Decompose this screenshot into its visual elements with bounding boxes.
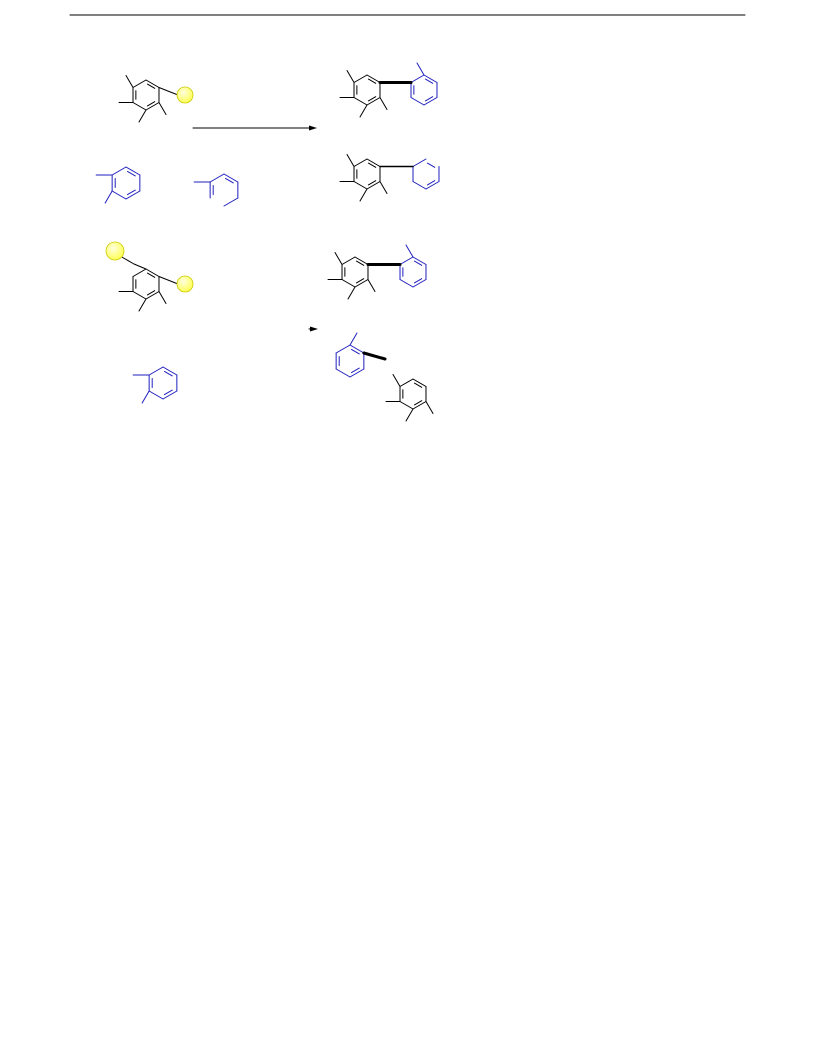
coupling-partner-toluene-c xyxy=(132,366,178,404)
coupling-partner-toluene-a xyxy=(95,166,141,204)
arrowhead-icon xyxy=(310,326,318,332)
resin-bead-icon xyxy=(176,275,194,293)
product-4 xyxy=(335,332,434,422)
reaction-arrow-2 xyxy=(308,326,318,332)
arrowhead-icon xyxy=(309,125,317,131)
coupling-partner-fragment-b xyxy=(193,173,239,207)
product-2 xyxy=(339,154,440,202)
reactant-1 xyxy=(118,75,194,123)
product-3 xyxy=(327,244,427,300)
reaction-arrow-1 xyxy=(192,125,317,131)
resin-bead-icon xyxy=(105,241,125,261)
product-1 xyxy=(339,62,438,118)
reactant-2 xyxy=(105,241,194,312)
resin-bead-icon xyxy=(176,86,194,104)
